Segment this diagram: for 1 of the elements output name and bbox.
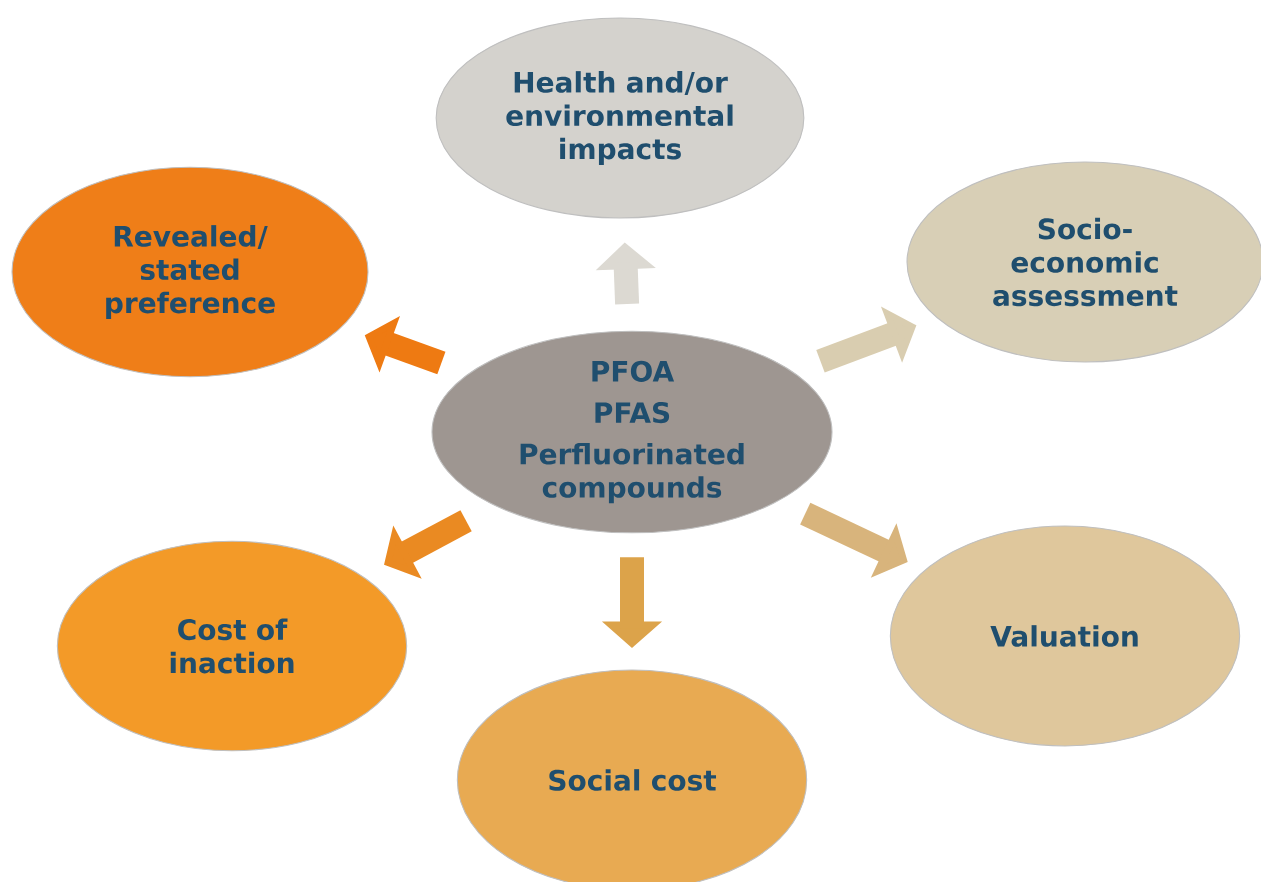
block-arrow bbox=[384, 510, 472, 579]
